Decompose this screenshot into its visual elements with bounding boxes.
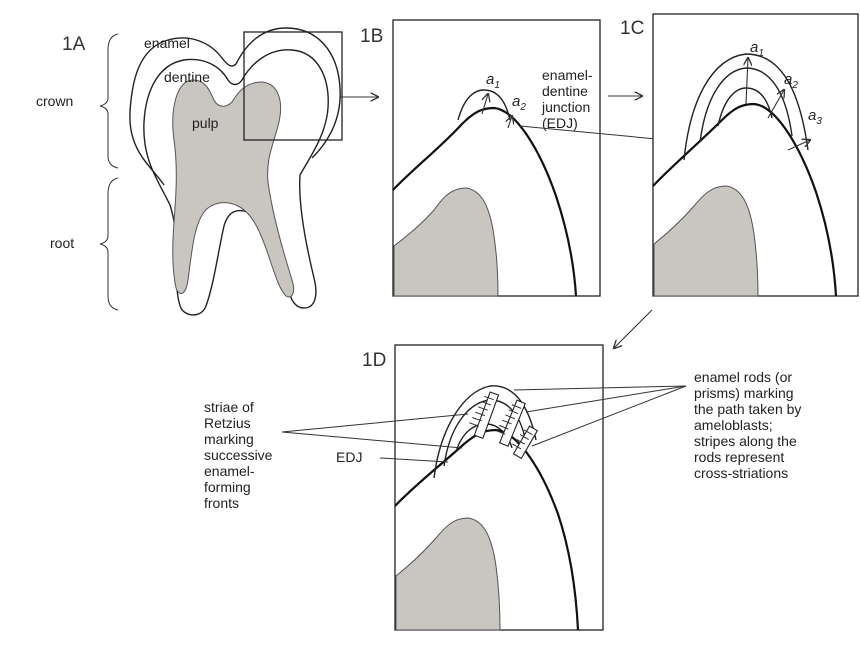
striae-label-line7: fronts: [204, 495, 239, 511]
root-brace: [100, 178, 118, 310]
striae-label-line6: forming: [204, 479, 251, 495]
striae-label-line2: Retzius: [204, 415, 251, 431]
striae-label-line4: successive: [204, 447, 273, 463]
striae-label-line5: enamel-: [204, 463, 255, 479]
rods-label-line2: prisms) marking: [694, 385, 794, 401]
panel-1d: 1D: [282, 345, 686, 630]
striae-label-line1: striae of: [204, 399, 254, 415]
panel-1a: 1A crown root enamel dentine pulp: [36, 28, 378, 315]
root-label: root: [50, 235, 74, 251]
pulp-cavity: [173, 80, 294, 297]
rods-callout: enamel rods (or prisms) marking the path…: [694, 369, 801, 481]
panel-1c-label: 1C: [620, 18, 644, 39]
rods-label-line7: cross-striations: [694, 465, 788, 481]
panel-1c: 1C a1 a2 a3: [620, 14, 858, 296]
edj-label-line1: enamel-: [542, 67, 593, 83]
rods-label-line6: rods represent: [694, 449, 784, 465]
dentine-label: dentine: [164, 69, 210, 85]
striae-callout: striae of Retzius marking successive ena…: [204, 399, 273, 511]
rods-label-line4: ameloblasts;: [694, 417, 773, 433]
edj-short-label: EDJ: [336, 449, 362, 465]
enamel-label: enamel: [144, 35, 190, 51]
crown-label: crown: [36, 93, 73, 109]
crown-brace: [100, 34, 118, 168]
pulp-label: pulp: [192, 115, 219, 131]
arrow-1c-to-1d: [614, 310, 652, 348]
panel-1b-label: 1B: [360, 26, 383, 47]
rods-label-line5: stripes along the: [694, 433, 797, 449]
edj-label-line2: dentine: [542, 83, 588, 99]
panel-1d-label: 1D: [362, 350, 386, 371]
panel-1b: 1B a1 a2: [360, 20, 600, 296]
panel-1a-label: 1A: [62, 34, 86, 55]
edj-label-line3: junction: [541, 99, 590, 115]
striae-label-line3: marking: [204, 431, 254, 447]
rods-label-line1: enamel rods (or: [694, 369, 792, 385]
rods-label-line3: the path taken by: [694, 401, 801, 417]
